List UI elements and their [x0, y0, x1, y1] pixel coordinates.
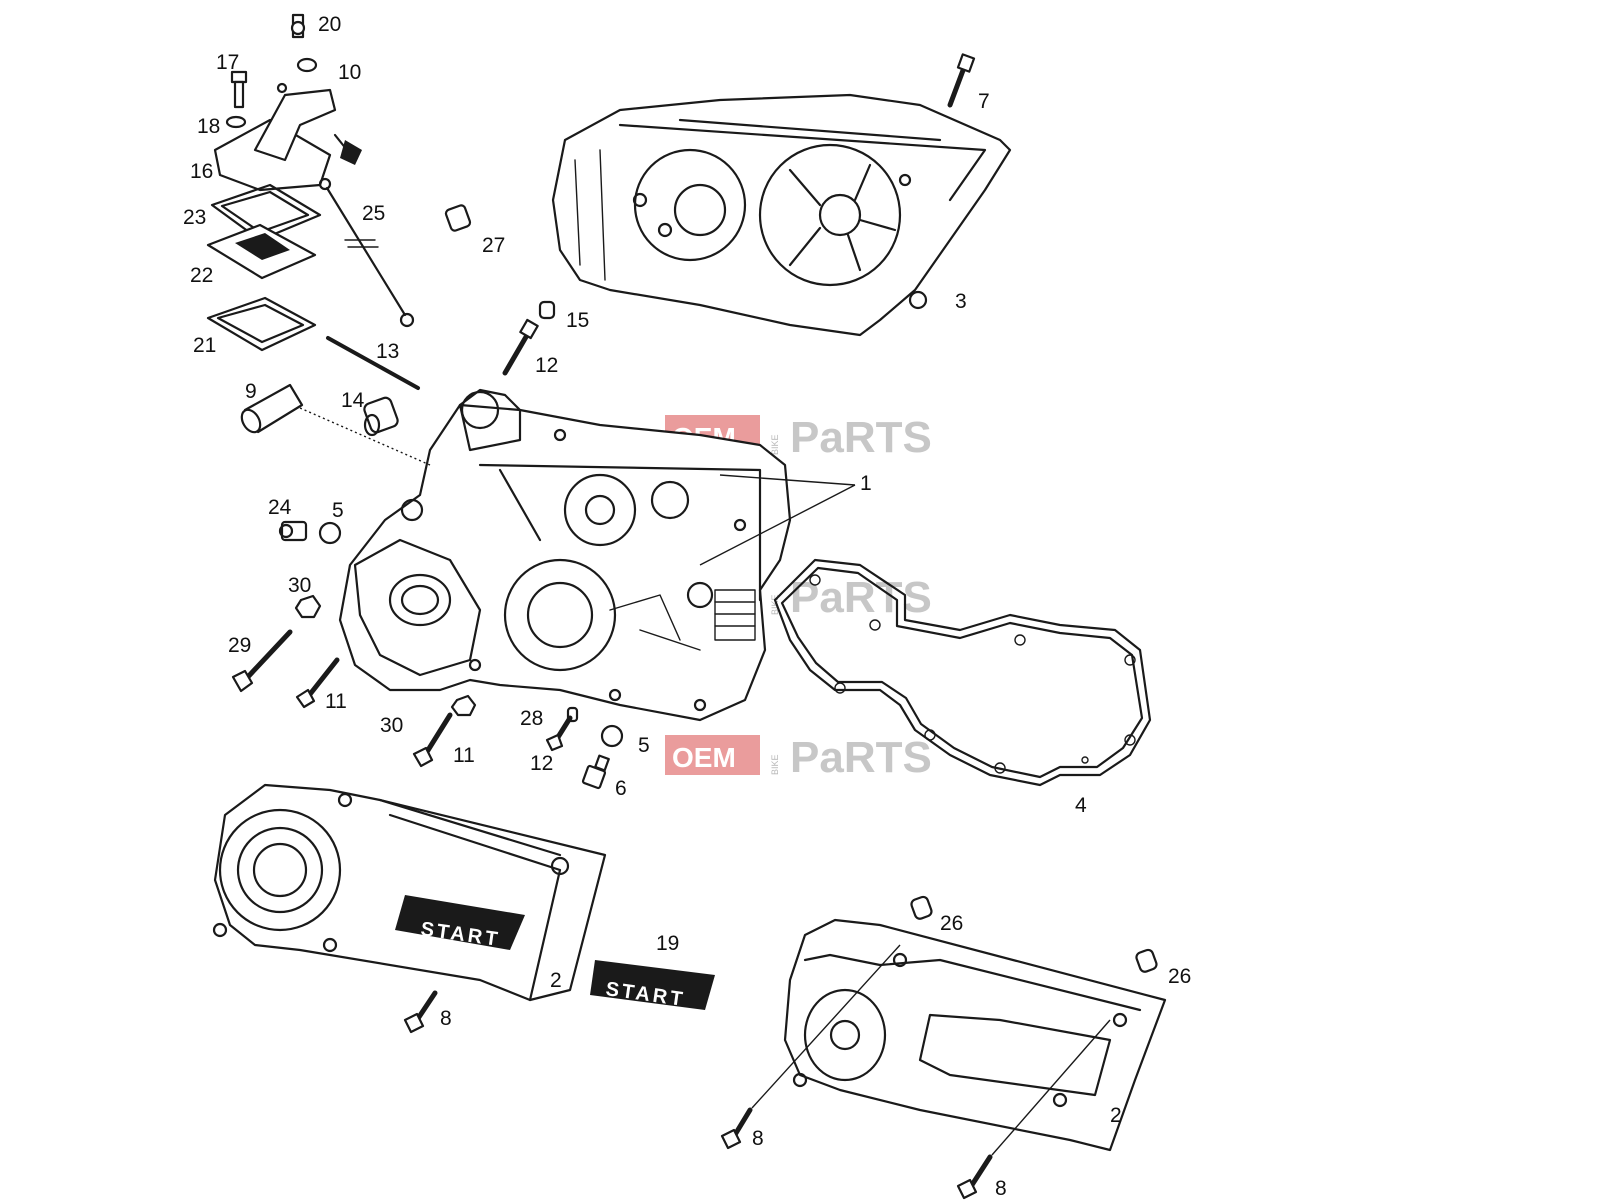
- callout-15: 15: [566, 309, 589, 332]
- svg-text:BIKE: BIKE: [770, 754, 780, 775]
- part-5-washer-upper: [318, 521, 342, 545]
- watermark-bottom: OEM BIKE PaRTS: [665, 733, 932, 782]
- part-13-stud: [326, 336, 420, 390]
- part-6-drain-plug: [581, 754, 610, 790]
- part-22-reed-valve: [206, 223, 317, 280]
- callout-23: 23: [183, 206, 206, 229]
- svg-text:PaRTS: PaRTS: [790, 573, 932, 622]
- part-transmission-cover: [551, 93, 1012, 337]
- callout-25: 25: [362, 202, 385, 225]
- svg-text:BIKE: BIKE: [770, 434, 780, 455]
- callout-18: 18: [197, 115, 220, 138]
- callout-6: 6: [615, 777, 627, 800]
- callout-26: 26: [1168, 965, 1191, 988]
- part-side-cover-left: START: [212, 783, 607, 1002]
- part-21-gasket: [206, 296, 317, 352]
- callout-2: 2: [1110, 1104, 1122, 1127]
- part-11-bolt-lower: [412, 712, 453, 768]
- callout-12: 12: [535, 354, 558, 377]
- callout-20: 20: [318, 13, 341, 36]
- callout-30: 30: [288, 574, 311, 597]
- part-11-bolt-upper: [295, 657, 340, 709]
- part-29-bolt: [231, 629, 293, 693]
- part-17-bolt: [230, 70, 248, 109]
- callout-3: 3: [955, 290, 967, 313]
- part-8-bolt-right-lower: [956, 1019, 1111, 1200]
- callout-14: 14: [341, 389, 365, 412]
- part-23-gasket: [210, 183, 322, 242]
- part-side-cover-right: [783, 918, 1167, 1152]
- callout-22: 22: [190, 264, 213, 287]
- svg-text:BIKE: BIKE: [770, 594, 780, 615]
- part-12-bolt-lower: [545, 715, 573, 752]
- callout-13: 13: [376, 340, 399, 363]
- part-7-bolt: [947, 53, 976, 108]
- part-30-nut-upper: [294, 594, 322, 619]
- callout-26: 26: [940, 912, 963, 935]
- part-12-bolt-upper: [502, 318, 539, 376]
- callout-28: 28: [520, 707, 543, 730]
- callout-11: 11: [325, 690, 347, 713]
- part-26-cap-lower: [1135, 948, 1158, 973]
- callout-4: 4: [1075, 794, 1087, 817]
- callout-27: 27: [482, 234, 505, 257]
- callout-21: 21: [193, 334, 216, 357]
- part-start-decal: START: [590, 960, 715, 1011]
- callout-16: 16: [190, 160, 213, 183]
- svg-text:PaRTS: PaRTS: [790, 733, 932, 782]
- part-5-washer-lower: [600, 724, 624, 748]
- callout-7: 7: [978, 90, 990, 113]
- part-30-nut-lower: [450, 694, 477, 717]
- callout-30: 30: [380, 714, 403, 737]
- callout-29: 29: [228, 634, 251, 657]
- callout-8: 8: [995, 1177, 1007, 1200]
- callout-17: 17: [216, 51, 239, 74]
- callout-8: 8: [752, 1127, 764, 1150]
- callout-1: 1: [860, 472, 872, 495]
- callout-19: 19: [656, 932, 679, 955]
- callout-2: 2: [550, 969, 562, 992]
- part-14-bushing: [363, 396, 399, 437]
- callout-10: 10: [338, 61, 361, 84]
- part-25-rod: [318, 177, 415, 328]
- part-8-bolt-left: [403, 990, 438, 1034]
- svg-text:OEM: OEM: [672, 742, 736, 773]
- part-15-dowel: [538, 300, 556, 320]
- part-26-cap-upper: [910, 895, 933, 920]
- part-24-plug: [278, 520, 308, 542]
- callout-11: 11: [453, 744, 475, 767]
- callout-24: 24: [268, 496, 292, 519]
- part-gasket: [773, 558, 1152, 787]
- part-10-washer: [296, 57, 318, 73]
- callout-5: 5: [638, 734, 650, 757]
- part-20-bleeder-screw: [290, 13, 306, 39]
- callout-8: 8: [440, 1007, 452, 1030]
- part-27-cap: [444, 204, 472, 232]
- part-8-bolt-right-upper: [720, 944, 901, 1150]
- callout-12: 12: [530, 752, 553, 775]
- callout-9: 9: [245, 380, 257, 403]
- part-9-pipe: [240, 383, 431, 466]
- part-18-o-ring: [225, 115, 247, 129]
- part-crankcase: [338, 388, 792, 722]
- svg-text:PaRTS: PaRTS: [790, 413, 932, 462]
- callout-5: 5: [332, 499, 344, 522]
